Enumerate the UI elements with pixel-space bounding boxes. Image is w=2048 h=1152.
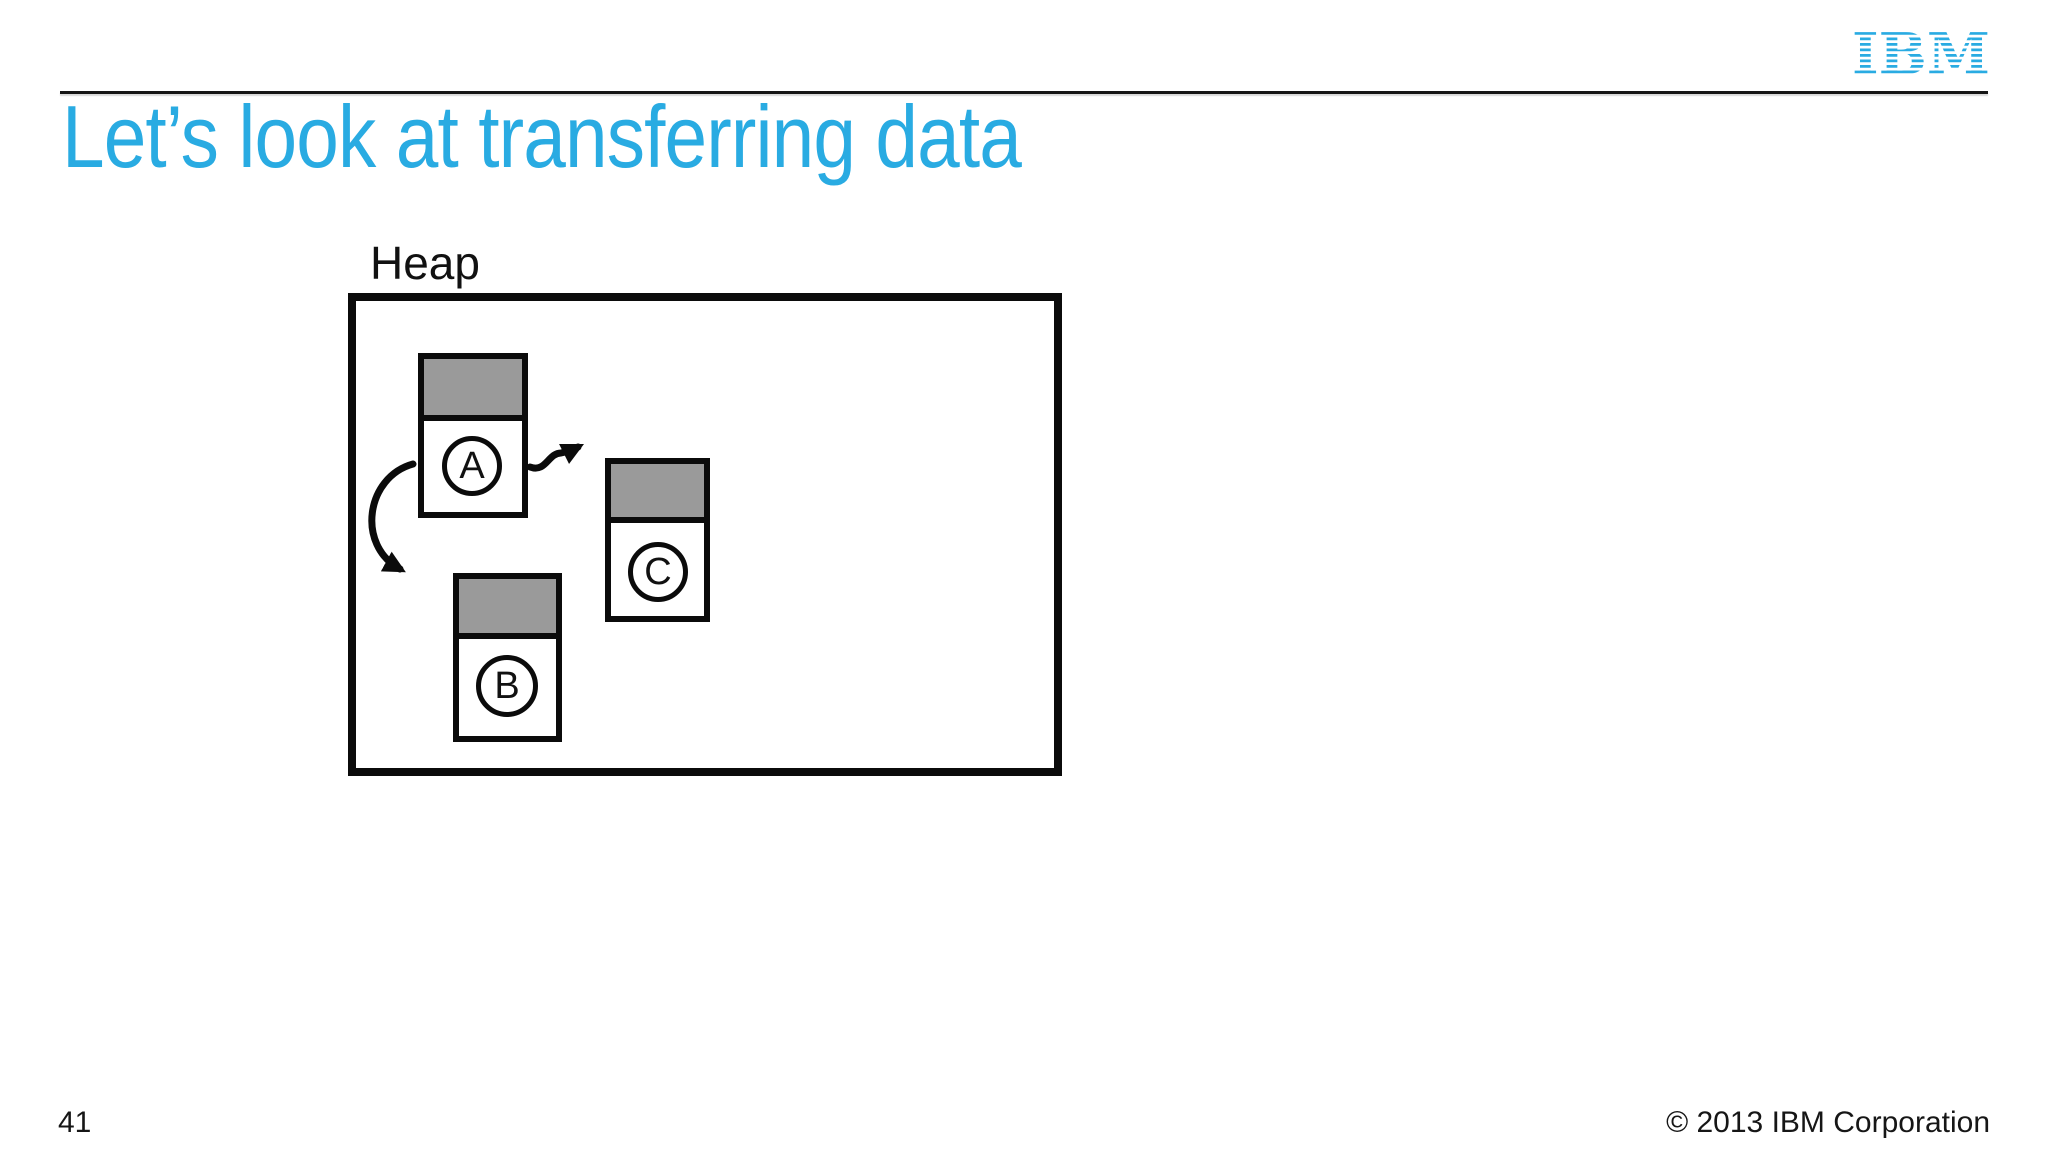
object-b-label: B: [494, 664, 520, 707]
object-b-header: [459, 579, 556, 639]
page-number: 41: [58, 1106, 92, 1139]
object-c-header: [611, 464, 704, 523]
copyright: © 2013 IBM Corporation: [1666, 1106, 1990, 1139]
object-a-ref-circle: A: [442, 436, 502, 496]
object-c-label: C: [644, 550, 672, 593]
object-a-header: [424, 359, 522, 421]
ibm-logo-text: IBM: [1852, 32, 1990, 78]
object-a-label: A: [459, 444, 485, 487]
object-c-ref-circle: C: [628, 542, 688, 602]
ibm-logo: IBM: [1852, 32, 1990, 78]
object-b-ref-circle: B: [476, 655, 538, 717]
slide-title: Let’s look at transferring data: [62, 87, 1022, 186]
header-divider: [60, 91, 1988, 94]
heap-label: Heap: [370, 237, 480, 289]
